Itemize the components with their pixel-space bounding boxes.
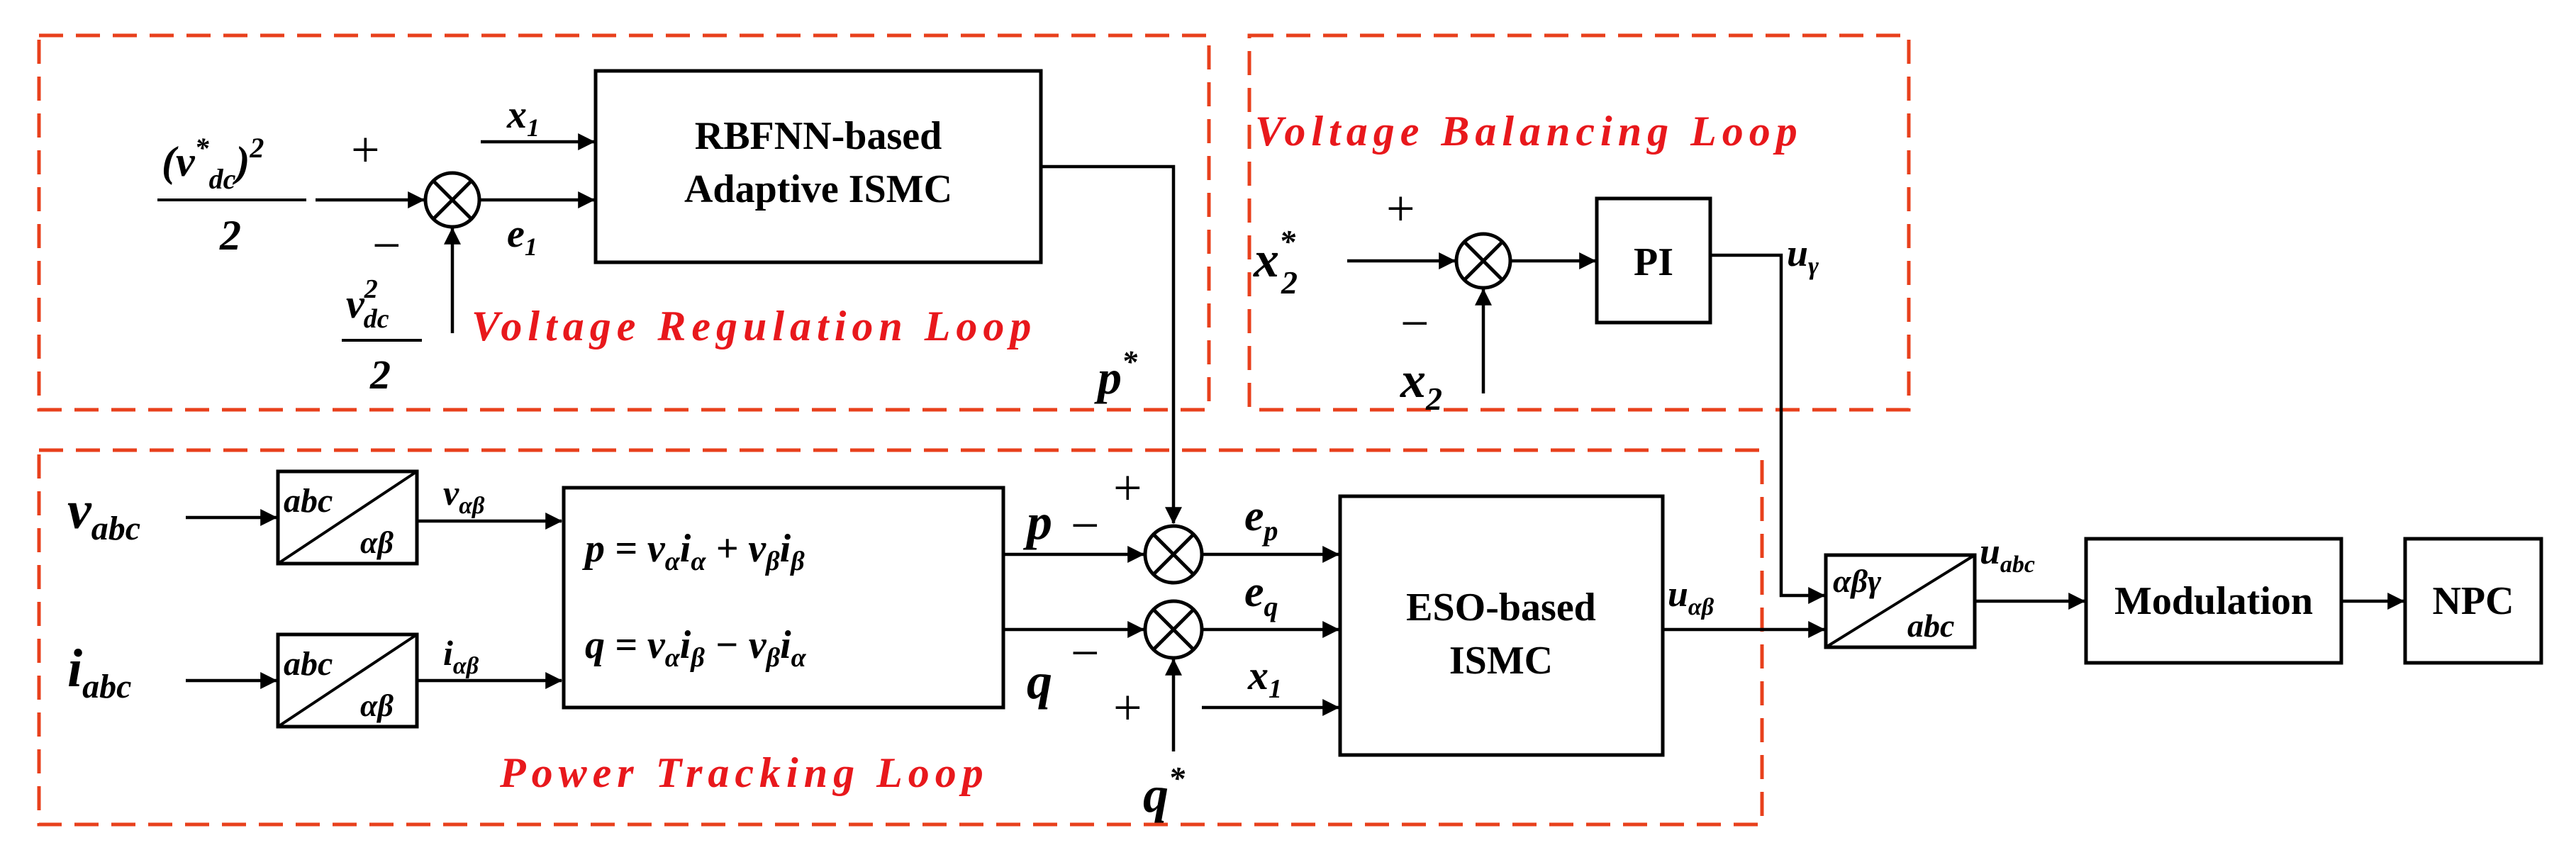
- modulation-block: [2084, 537, 2343, 665]
- x1-label: x1: [506, 93, 540, 142]
- abc-to-alphabeta-transform-v: abc αβ: [276, 469, 419, 566]
- sum-q-plus-sign: +: [1113, 679, 1142, 736]
- svg-text:αβγ: αβγ: [1833, 563, 1882, 599]
- rbfnn-label-line2: Adaptive ISMC: [684, 167, 952, 211]
- eso-based-ismc-block: [1338, 494, 1665, 757]
- vdc-ref-numerator: (v*dc)2: [162, 132, 264, 195]
- i-alphabeta-label: iαβ: [443, 633, 479, 679]
- sum1-plus-sign: +: [351, 121, 380, 178]
- power-tracking-loop-label: Power Tracking Loop: [499, 749, 989, 796]
- e1-label: e1: [507, 212, 537, 261]
- x2-star-label: x*2: [1253, 223, 1298, 301]
- i-abc-label: iabc: [67, 639, 131, 705]
- rbfnn-adaptive-ismc-block: [593, 69, 1043, 264]
- abc-to-alphabeta-transform-i: abc αβ: [276, 632, 419, 729]
- u-alphabeta-label: uαβ: [1668, 574, 1714, 620]
- eso-label-line1: ESO-based: [1406, 586, 1596, 630]
- p-star-label: p*: [1094, 345, 1138, 404]
- vdc-denominator: 2: [369, 352, 391, 398]
- sum-q-minus-sign: −: [1071, 625, 1100, 681]
- summing-junction-2: [1454, 232, 1512, 290]
- x2-label: x2: [1400, 352, 1442, 417]
- summing-junction-1: [423, 171, 481, 229]
- sum1-minus-sign: −: [372, 217, 401, 274]
- rbfnn-label-line1: RBFNN-based: [695, 114, 942, 158]
- svg-text:abc: abc: [284, 645, 333, 683]
- power-tracking-loop-frame: [37, 448, 1764, 827]
- voltage-balancing-loop-frame: [1247, 33, 1911, 412]
- p-star-signal-line: [1041, 164, 1182, 525]
- svg-text:αβ: αβ: [360, 688, 394, 723]
- p-label: p: [1022, 493, 1052, 550]
- svg-text:αβ: αβ: [360, 525, 394, 560]
- eso-label-line2: ISMC: [1449, 639, 1553, 683]
- x1-eso-label: x1: [1247, 652, 1282, 704]
- pi-controller-block: [1595, 196, 1712, 325]
- v-alphabeta-label: vαβ: [443, 473, 485, 519]
- sum-p-minus-sign: −: [1071, 497, 1100, 554]
- eq-label: eq: [1244, 568, 1278, 622]
- v-abc-label: vabc: [67, 481, 140, 547]
- modulation-label: Modulation: [2114, 579, 2313, 623]
- power-calculation-block: [562, 486, 1005, 710]
- u-abc-label: uabc: [1980, 532, 2035, 578]
- npc-label: NPC: [2432, 579, 2514, 623]
- summing-junction-q: [1143, 599, 1204, 660]
- voltage-balancing-loop-label: Voltage Balancing Loop: [1255, 108, 1803, 155]
- summing-junction-p: [1143, 524, 1204, 585]
- svg-text:abc: abc: [1907, 608, 1954, 644]
- u-gamma-signal-line: [1710, 253, 1826, 604]
- vdc-ref-denominator: 2: [219, 212, 241, 259]
- alphabetagamma-to-abc-transform: αβγ abc: [1824, 553, 1977, 649]
- sum2-minus-sign: −: [1400, 295, 1429, 352]
- npc-block: [2403, 537, 2543, 665]
- sum-p-plus-sign: +: [1113, 459, 1142, 516]
- ep-label: ep: [1244, 492, 1278, 547]
- voltage-regulation-loop-label: Voltage Regulation Loop: [472, 303, 1037, 349]
- pi-label: PI: [1634, 240, 1673, 284]
- vdc-reference-fraction: (v*dc)2 2: [157, 132, 306, 259]
- u-gamma-label: uγ: [1787, 232, 1819, 280]
- sum2-plus-sign: +: [1386, 180, 1415, 237]
- svg-text:abc: abc: [284, 482, 333, 520]
- q-star-label: q*: [1143, 760, 1186, 823]
- q-label: q: [1027, 653, 1052, 710]
